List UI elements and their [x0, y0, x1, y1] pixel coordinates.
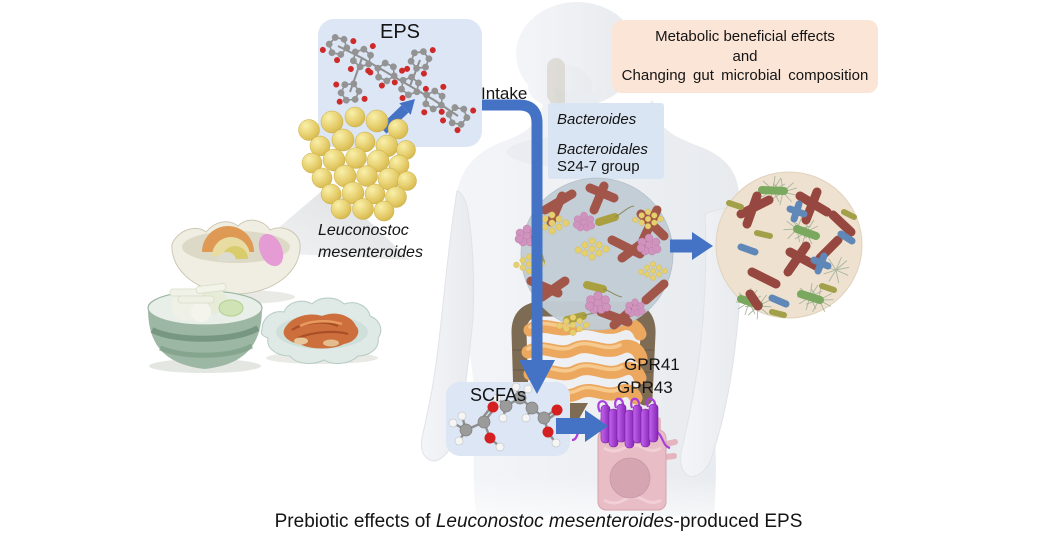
leuconostoc-cluster-icon: [298, 106, 417, 222]
source-organism-line1: Leuconostoc: [318, 222, 409, 239]
caption-suffix: -produced EPS: [673, 511, 803, 532]
gpcr-receptor-icon: [571, 397, 671, 450]
intake-arrow-icon: [482, 99, 555, 394]
eps-molecule-icon: [317, 30, 478, 137]
scfas-label: SCFAs: [469, 385, 526, 405]
changed-microbiota-circle-icon: [715, 171, 863, 325]
taxa-panel-box: [548, 103, 664, 179]
taxa-genus-label: Bacteroides: [557, 111, 637, 128]
taxa-group-label: S24-7 group: [557, 158, 640, 175]
small-olive-bacteria: [726, 200, 857, 318]
scfa-signal-arrow-icon: [556, 410, 608, 442]
eps-label: EPS: [379, 21, 421, 43]
gpr43-label: GPR43: [617, 378, 673, 397]
effects-panel-box: [612, 20, 878, 93]
fermented-food-bowls-icon: [147, 219, 382, 373]
scfa-panel: [446, 382, 570, 456]
blue-rod-bacteria: [737, 200, 856, 308]
source-organism-label: Leuconostoc mesenteroides: [318, 220, 423, 263]
effects-line-2: and: [732, 47, 758, 65]
cell-nucleus: [609, 457, 651, 499]
dark-red-rod-bacteria: [736, 187, 856, 311]
intake-label: Intake: [481, 84, 528, 103]
effects-line-1: Metabolic beneficial effects: [655, 28, 835, 46]
caption-prefix: Prebiotic effects of: [274, 511, 436, 532]
caption-species: Leuconostoc mesenteroides: [435, 511, 674, 532]
figure-caption: Prebiotic effects of Leuconostoc mesente…: [0, 511, 1049, 533]
scfa-molecules-icon: [448, 382, 563, 452]
effects-line-3: Changing gut microbial composition: [621, 67, 869, 85]
gpr41-label: GPR41: [624, 355, 680, 374]
effects-panel-text: Metabolic beneficial effects and Changin…: [612, 20, 878, 93]
taxa-order-label: Bacteroidales: [557, 141, 648, 158]
taxa-panel-text: Bacteroides Bacteroidales S24-7 group: [548, 103, 664, 175]
microbiota-change-arrow-icon: [670, 232, 713, 260]
source-organism-line2: mesenteroides: [318, 243, 423, 261]
